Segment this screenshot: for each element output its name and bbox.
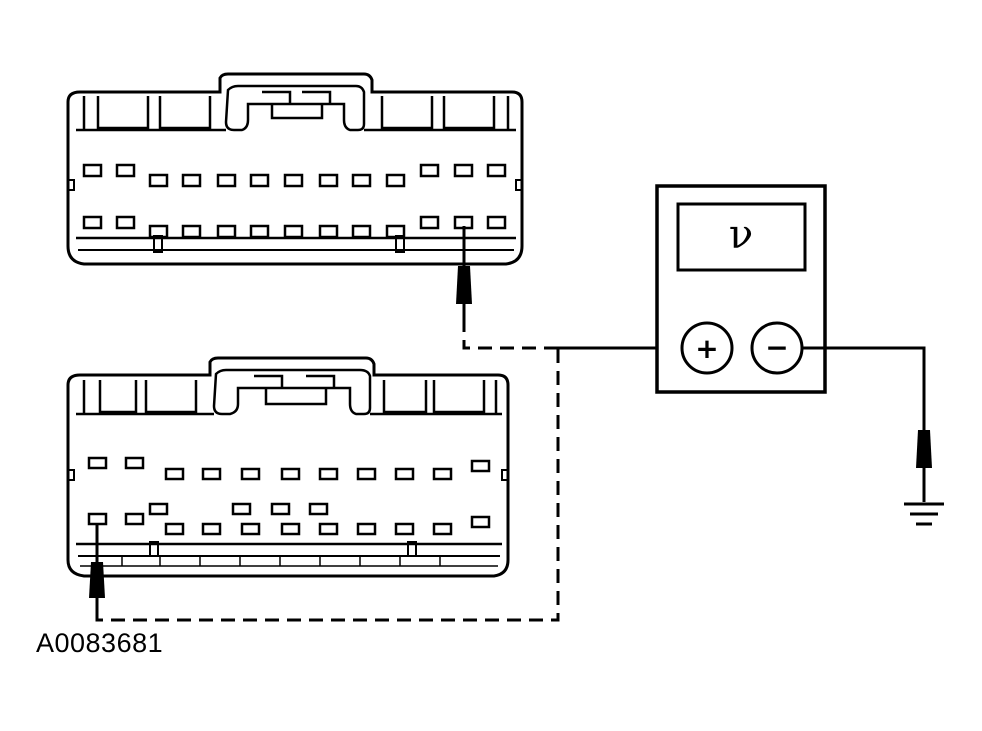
- lower-probe: [89, 524, 105, 612]
- figure-id-label: A0083681: [36, 628, 164, 658]
- plus-terminal-label: +: [695, 332, 718, 365]
- ground-symbol: [904, 502, 944, 526]
- lower-connector: [66, 356, 510, 578]
- negative-lead: [802, 346, 932, 502]
- voltmeter: [655, 184, 827, 394]
- meter-display-symbol: ν: [729, 212, 753, 258]
- minus-terminal-label: −: [765, 331, 788, 364]
- dashed-jumper-lead: [95, 318, 560, 622]
- upper-connector-pins: [82, 163, 507, 239]
- lower-connector-pins: [87, 456, 491, 536]
- upper-probe: [456, 226, 472, 318]
